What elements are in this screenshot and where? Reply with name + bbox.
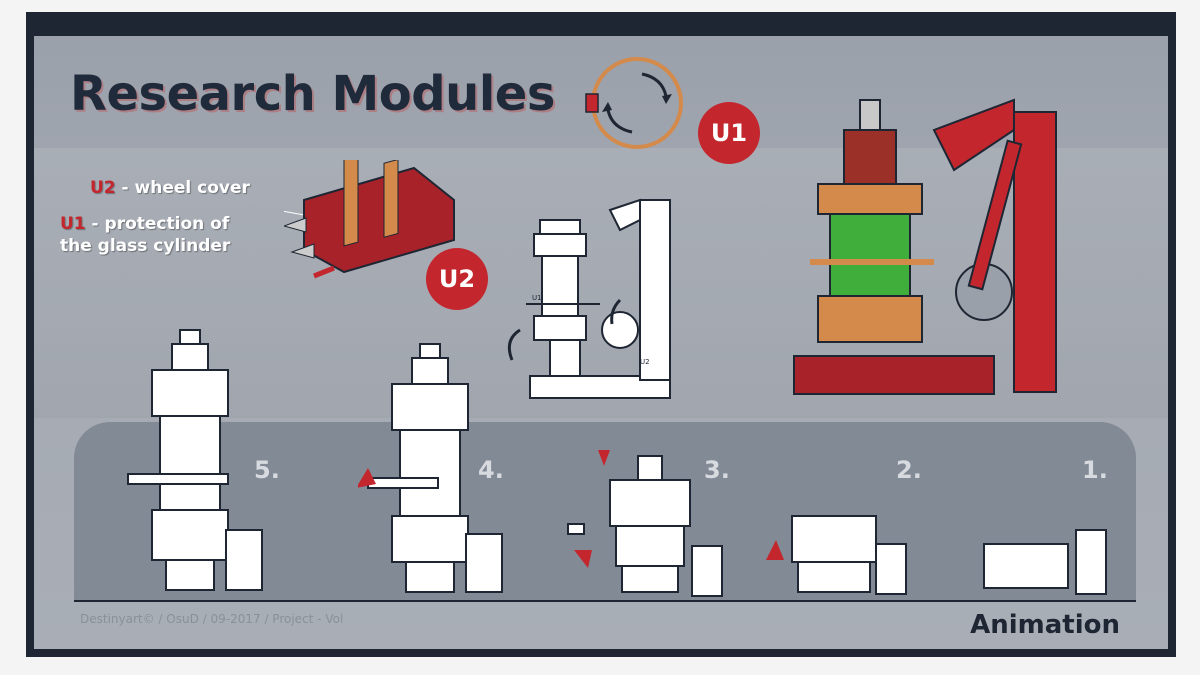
legend-u1: U1 - protection of the glass cylinder <box>60 213 230 257</box>
badge-u1: U1 <box>698 102 760 164</box>
credit-text: Destinyart© / OsuD / 09-2017 / Project -… <box>80 612 344 626</box>
rotation-ring-icon <box>585 57 683 149</box>
wheel-cover-illustration <box>284 160 455 279</box>
animation-baseline <box>74 600 1136 602</box>
stage-3-figure <box>567 450 723 597</box>
animation-label: Animation <box>970 610 1120 640</box>
legend-u1-code: U1 <box>60 214 86 234</box>
legend-u2-text: - wheel cover <box>115 178 250 198</box>
legend-u1-text: - protection of <box>85 214 230 234</box>
blueprint-u1-label: U1 <box>532 294 542 302</box>
legend-u2-code: U2 <box>90 178 116 198</box>
concept-board: Research Modules U1 U2 U2 - wheel cover … <box>26 12 1176 657</box>
research-module-illustration <box>793 98 1057 395</box>
top-frame <box>34 20 1168 36</box>
stage-2-figure <box>766 515 907 595</box>
step-2-label: 2. <box>896 456 922 484</box>
stage-5-figure <box>127 329 263 591</box>
step-4-label: 4. <box>478 456 504 484</box>
blueprint-illustration: U1 U2 <box>507 198 671 399</box>
stage-1-figure <box>983 529 1107 595</box>
badge-u2: U2 <box>426 248 488 310</box>
legend-u1-text2: the glass cylinder <box>60 236 231 256</box>
blueprint-u2-label: U2 <box>640 358 650 366</box>
step-5-label: 5. <box>254 456 280 484</box>
legend-u2: U2 - wheel cover <box>90 178 250 198</box>
step-1-label: 1. <box>1082 456 1108 484</box>
step-3-label: 3. <box>704 456 730 484</box>
stage-4-figure <box>358 343 503 593</box>
page-title: Research Modules <box>70 66 555 122</box>
